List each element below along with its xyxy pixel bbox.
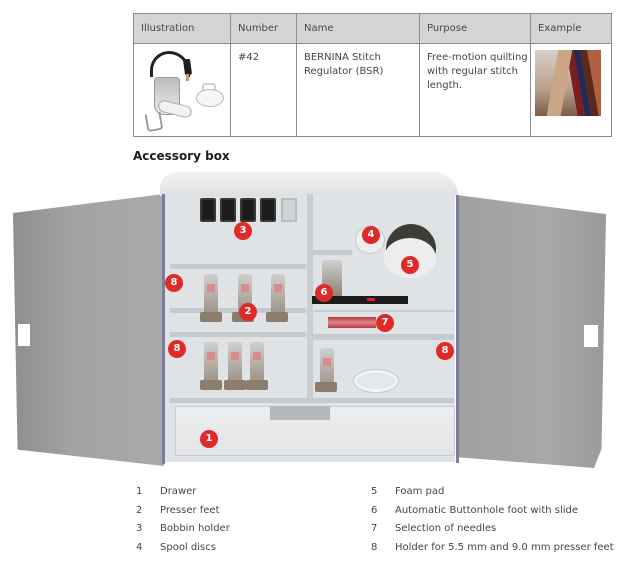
- cell-example: [530, 43, 612, 137]
- marker-1: 1: [200, 430, 218, 448]
- marker-6: 6: [315, 284, 333, 302]
- box-lid: [160, 172, 458, 196]
- buttonhole-slide: [312, 296, 408, 304]
- marker-7: 7: [376, 314, 394, 332]
- cell-illustration: [133, 43, 231, 137]
- presser-foot: [204, 274, 218, 316]
- cell-purpose: Free-motion quilting with regular stitch…: [419, 43, 531, 137]
- right-door: [456, 195, 606, 468]
- header-illustration: Illustration: [133, 13, 231, 44]
- header-name: Name: [296, 13, 420, 44]
- header-number: Number: [230, 13, 297, 44]
- presser-foot: [320, 348, 334, 390]
- presser-foot: [204, 342, 218, 384]
- marker-8: 8: [168, 340, 186, 358]
- cell-name: BERNINA Stitch Regulator (BSR): [296, 43, 420, 137]
- table-header-row: Illustration Number Name Purpose Example: [133, 13, 612, 44]
- section-heading: Accessory box: [133, 149, 230, 163]
- presser-foot: [271, 274, 285, 316]
- presser-foot: [228, 342, 242, 384]
- header-purpose: Purpose: [419, 13, 531, 44]
- bobbin: [260, 198, 276, 222]
- quilt-example-photo: [535, 50, 601, 116]
- cell-number: #42: [230, 43, 297, 137]
- header-example: Example: [530, 13, 612, 44]
- marker-8: 8: [165, 274, 183, 292]
- presser-foot: [250, 342, 264, 384]
- bobbin: [220, 198, 236, 222]
- marker-2: 2: [239, 303, 257, 321]
- bernina-stitch-regulator-foot-illustration: [138, 47, 228, 133]
- marker-4: 4: [362, 226, 380, 244]
- round-holder: [354, 370, 398, 392]
- bobbin: [240, 198, 256, 222]
- marker-3: 3: [234, 222, 252, 240]
- needle-selection: [328, 317, 376, 328]
- bobbin: [200, 198, 216, 222]
- marker-5: 5: [401, 256, 419, 274]
- accessory-box-illustration: 1 2 3 4 5 6 7 8 8 8: [0, 170, 640, 480]
- left-door: [13, 194, 164, 466]
- table-row: #42 BERNINA Stitch Regulator (BSR) Free-…: [133, 43, 612, 137]
- marker-8: 8: [436, 342, 454, 360]
- accessory-table: Illustration Number Name Purpose Example…: [133, 13, 612, 137]
